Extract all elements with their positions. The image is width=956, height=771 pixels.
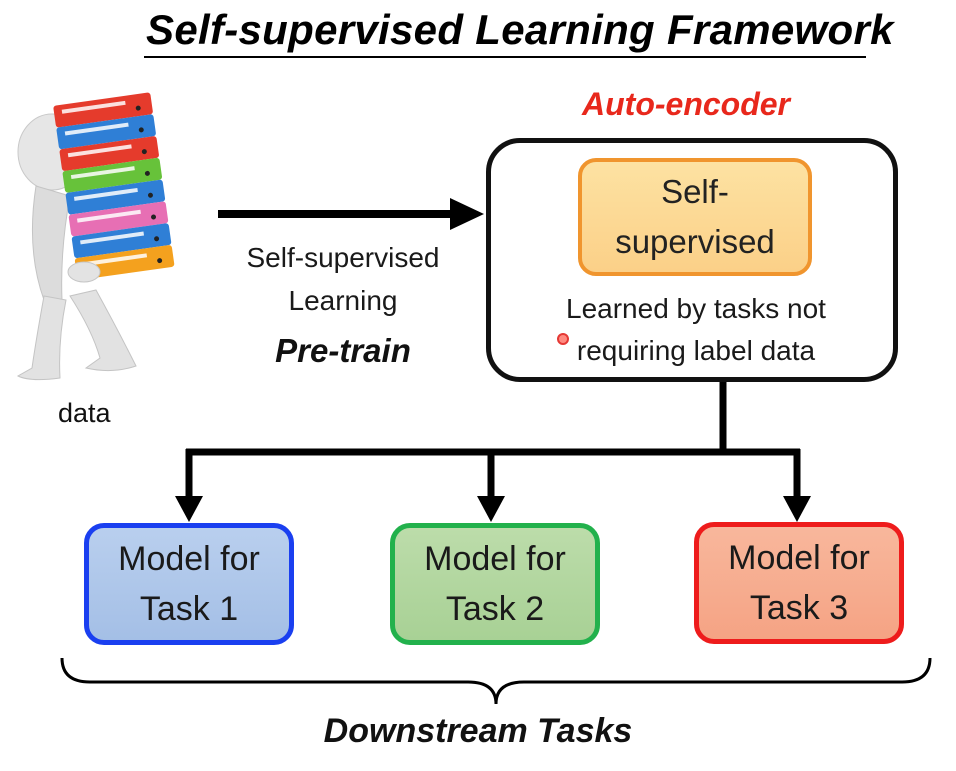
arrow-head-task2 bbox=[477, 496, 505, 522]
arrow-head-task3 bbox=[783, 496, 811, 522]
task-1-line1: Model for bbox=[118, 540, 260, 578]
downstream-label: Downstream Tasks bbox=[323, 712, 633, 750]
autoencoder-title: Auto-encoder bbox=[582, 86, 790, 122]
description-line2: requiring label data bbox=[576, 335, 816, 366]
pointer-dot-icon bbox=[557, 333, 569, 345]
task-3-line1: Model for bbox=[728, 539, 870, 577]
pretrain-arrow-head bbox=[450, 198, 484, 230]
self-supervised-line1: Self- bbox=[661, 173, 729, 210]
self-supervised-box: Self- supervised bbox=[578, 158, 812, 276]
task-3-line2: Task 3 bbox=[749, 589, 849, 627]
self-supervised-line2: supervised bbox=[615, 223, 775, 260]
data-label: data bbox=[58, 398, 111, 428]
arrow-head-task1 bbox=[175, 496, 203, 522]
task-2-line2: Task 2 bbox=[445, 590, 545, 628]
title-underline bbox=[144, 56, 866, 58]
task-3-box: Model for Task 3 bbox=[694, 522, 904, 644]
arrow-caption-line1: Self-supervised bbox=[246, 242, 440, 273]
arrow-caption-line2: Learning bbox=[288, 285, 398, 316]
pretrain-label: Pre-train bbox=[275, 332, 411, 369]
downstream-brace bbox=[60, 657, 932, 705]
task-2-line1: Model for bbox=[424, 540, 566, 578]
task-1-line2: Task 1 bbox=[139, 590, 239, 628]
task-1-box: Model for Task 1 bbox=[84, 523, 294, 645]
task-2-box: Model for Task 2 bbox=[390, 523, 600, 645]
person-with-binders-icon bbox=[16, 92, 175, 381]
diagram-title: Self-supervised Learning Framework bbox=[146, 6, 894, 53]
arrow-caption: Self-supervised Learning bbox=[218, 236, 468, 322]
title-bar: Self-supervised Learning Framework bbox=[0, 0, 956, 60]
autoencoder-description: Learned by tasks not requiring label dat… bbox=[500, 288, 892, 372]
description-line1: Learned by tasks not bbox=[566, 293, 826, 324]
